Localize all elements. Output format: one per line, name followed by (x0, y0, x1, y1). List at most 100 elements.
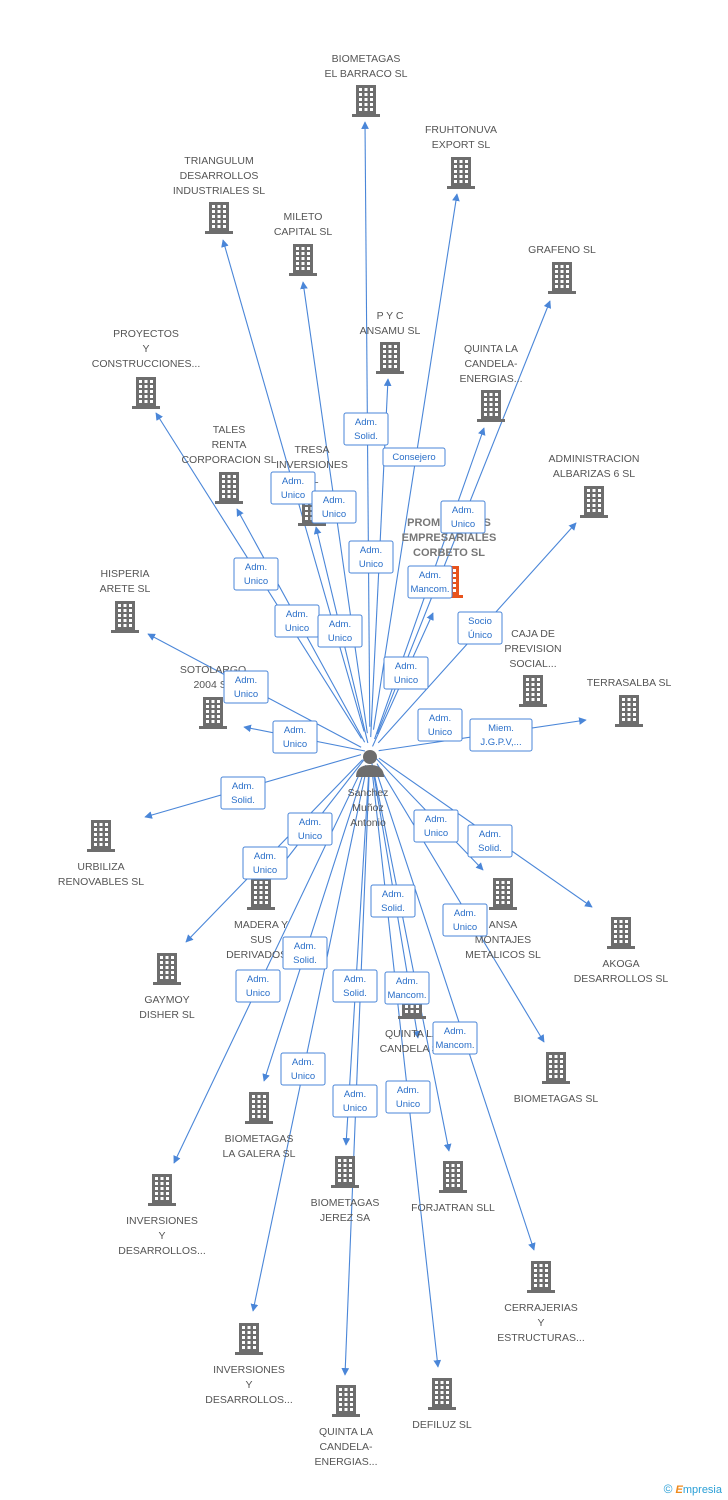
edge-27 (376, 771, 536, 1251)
person-icon (356, 750, 384, 777)
company-node-terrasalba[interactable]: TERRASALBA SL (587, 677, 672, 727)
role-label: Unico (328, 633, 352, 644)
role-label: Adm. (355, 417, 377, 428)
company-label: 2004 SL (193, 679, 232, 691)
role-badge[interactable]: Adm. Unico (442, 903, 488, 937)
role-badge[interactable]: Adm.Unico (223, 670, 269, 704)
building-icon (352, 85, 380, 117)
role-badge[interactable]: Adm.Unico (385, 1080, 431, 1114)
company-label: SOCIAL... (509, 658, 556, 670)
role-label: Adm. (323, 495, 345, 506)
role-badge[interactable]: Adm.Unico (270, 471, 316, 505)
role-badge[interactable]: Adm.Unico (440, 500, 486, 534)
building-icon (428, 1378, 456, 1410)
role-badge[interactable]: Adm.Unico (348, 540, 394, 574)
role-badge[interactable]: Adm.Mancom. (407, 565, 453, 599)
role-badge[interactable]: Adm.Unico (274, 604, 320, 638)
role-label: J.G.P.V,... (480, 737, 521, 748)
role-badge[interactable]: Adm.Mancom. (432, 1021, 478, 1055)
role-badge[interactable]: Adm.Solid. (467, 824, 513, 858)
role-badge[interactable]: Adm.Solid. (343, 412, 389, 446)
role-badge[interactable]: Adm.Unico (413, 809, 459, 843)
role-badge[interactable]: Adm.Unico (235, 969, 281, 1003)
company-node-cerrajerias[interactable]: CERRAJERIASYESTRUCTURAS... (497, 1261, 585, 1344)
role-label: Unico (234, 689, 258, 700)
role-badge[interactable]: Adm.Unico (280, 1052, 326, 1086)
role-badge[interactable]: Adm.Unico (417, 708, 463, 742)
company-label: TALES (213, 424, 245, 436)
company-label: BIOMETAGAS SL (514, 1093, 599, 1105)
role-label: Unico (246, 988, 270, 999)
company-node-inversiones-desarrollos-1[interactable]: INVERSIONESYDESARROLLOS... (118, 1174, 206, 1257)
role-badge[interactable]: Adm.Unico (332, 1084, 378, 1118)
role-label: Adm. (454, 908, 476, 919)
company-label: ANSAMU SL (360, 325, 421, 337)
role-badge[interactable]: Adm.Solid. (370, 884, 416, 918)
role-label: Consejero (392, 452, 435, 463)
building-icon (580, 486, 608, 518)
role-label: Unico (253, 865, 277, 876)
company-node-proyectos-construcciones[interactable]: PROYECTOSYCONSTRUCCIONES... (92, 328, 201, 409)
role-badge[interactable]: Consejero (382, 447, 446, 467)
building-icon (542, 1052, 570, 1084)
company-label: DERIVADOS... (226, 949, 296, 961)
building-icon (519, 675, 547, 707)
role-badge[interactable]: Miem.J.G.P.V,... (469, 718, 533, 752)
company-label: CANDELA- (319, 1441, 373, 1453)
company-node-grafeno[interactable]: GRAFENO SL (528, 244, 596, 294)
role-badge[interactable]: Adm.Solid. (332, 969, 378, 1003)
role-badge[interactable]: Adm.Unico (287, 812, 333, 846)
company-label: JEREZ SA (320, 1212, 370, 1224)
role-badge[interactable]: Adm.Solid. (282, 936, 328, 970)
building-icon (111, 601, 139, 633)
edge-25 (342, 767, 370, 1146)
company-node-madera-derivados[interactable]: MADERA YSUSDERIVADOS... (226, 878, 296, 961)
edge-26 (372, 767, 452, 1152)
company-node-quinta-la-candela-top[interactable]: QUINTA LACANDELA-ENERGIAS... (459, 343, 523, 422)
company-node-defiluz[interactable]: DEFILUZ SL (412, 1378, 472, 1431)
building-icon (215, 472, 243, 504)
building-icon (439, 1161, 467, 1193)
role-label: Unico (453, 922, 477, 933)
company-node-quinta-la-candela-bottom[interactable]: QUINTA LACANDELA-ENERGIAS... (314, 1385, 378, 1468)
company-node-caja-prevision[interactable]: CAJA DEPREVISIONSOCIAL... (504, 628, 562, 707)
company-label: INVERSIONES (126, 1215, 198, 1227)
role-badge[interactable]: Adm.Solid. (220, 776, 266, 810)
role-label: Adm. (396, 976, 418, 987)
role-badge[interactable]: Adm.Unico (233, 557, 279, 591)
company-node-biometagas[interactable]: BIOMETAGAS SL (514, 1052, 599, 1105)
company-node-forjatran[interactable]: FORJATRAN SLL (411, 1161, 495, 1214)
role-badge[interactable]: Adm.Unico (272, 720, 318, 754)
role-badge[interactable]: Adm.Unico (317, 614, 363, 648)
role-badge[interactable]: Adm.Unico (383, 656, 429, 690)
company-label: ESTRUCTURAS... (497, 1332, 585, 1344)
company-label: DESARROLLOS SL (574, 973, 669, 985)
role-badge[interactable]: Adm.Mancom. (384, 971, 430, 1005)
company-label: DESARROLLOS... (118, 1245, 206, 1257)
role-badge[interactable]: Adm.Unico (242, 846, 288, 880)
company-node-inversiones-desarrollos-2[interactable]: INVERSIONESYDESARROLLOS... (205, 1323, 293, 1406)
building-icon (132, 377, 160, 409)
role-badge[interactable]: Adm.Unico (311, 490, 357, 524)
role-label: Adm. (360, 545, 382, 556)
role-label: Adm. (232, 781, 254, 792)
company-label: RENOVABLES SL (58, 876, 144, 888)
company-label: ANSA (489, 919, 518, 931)
